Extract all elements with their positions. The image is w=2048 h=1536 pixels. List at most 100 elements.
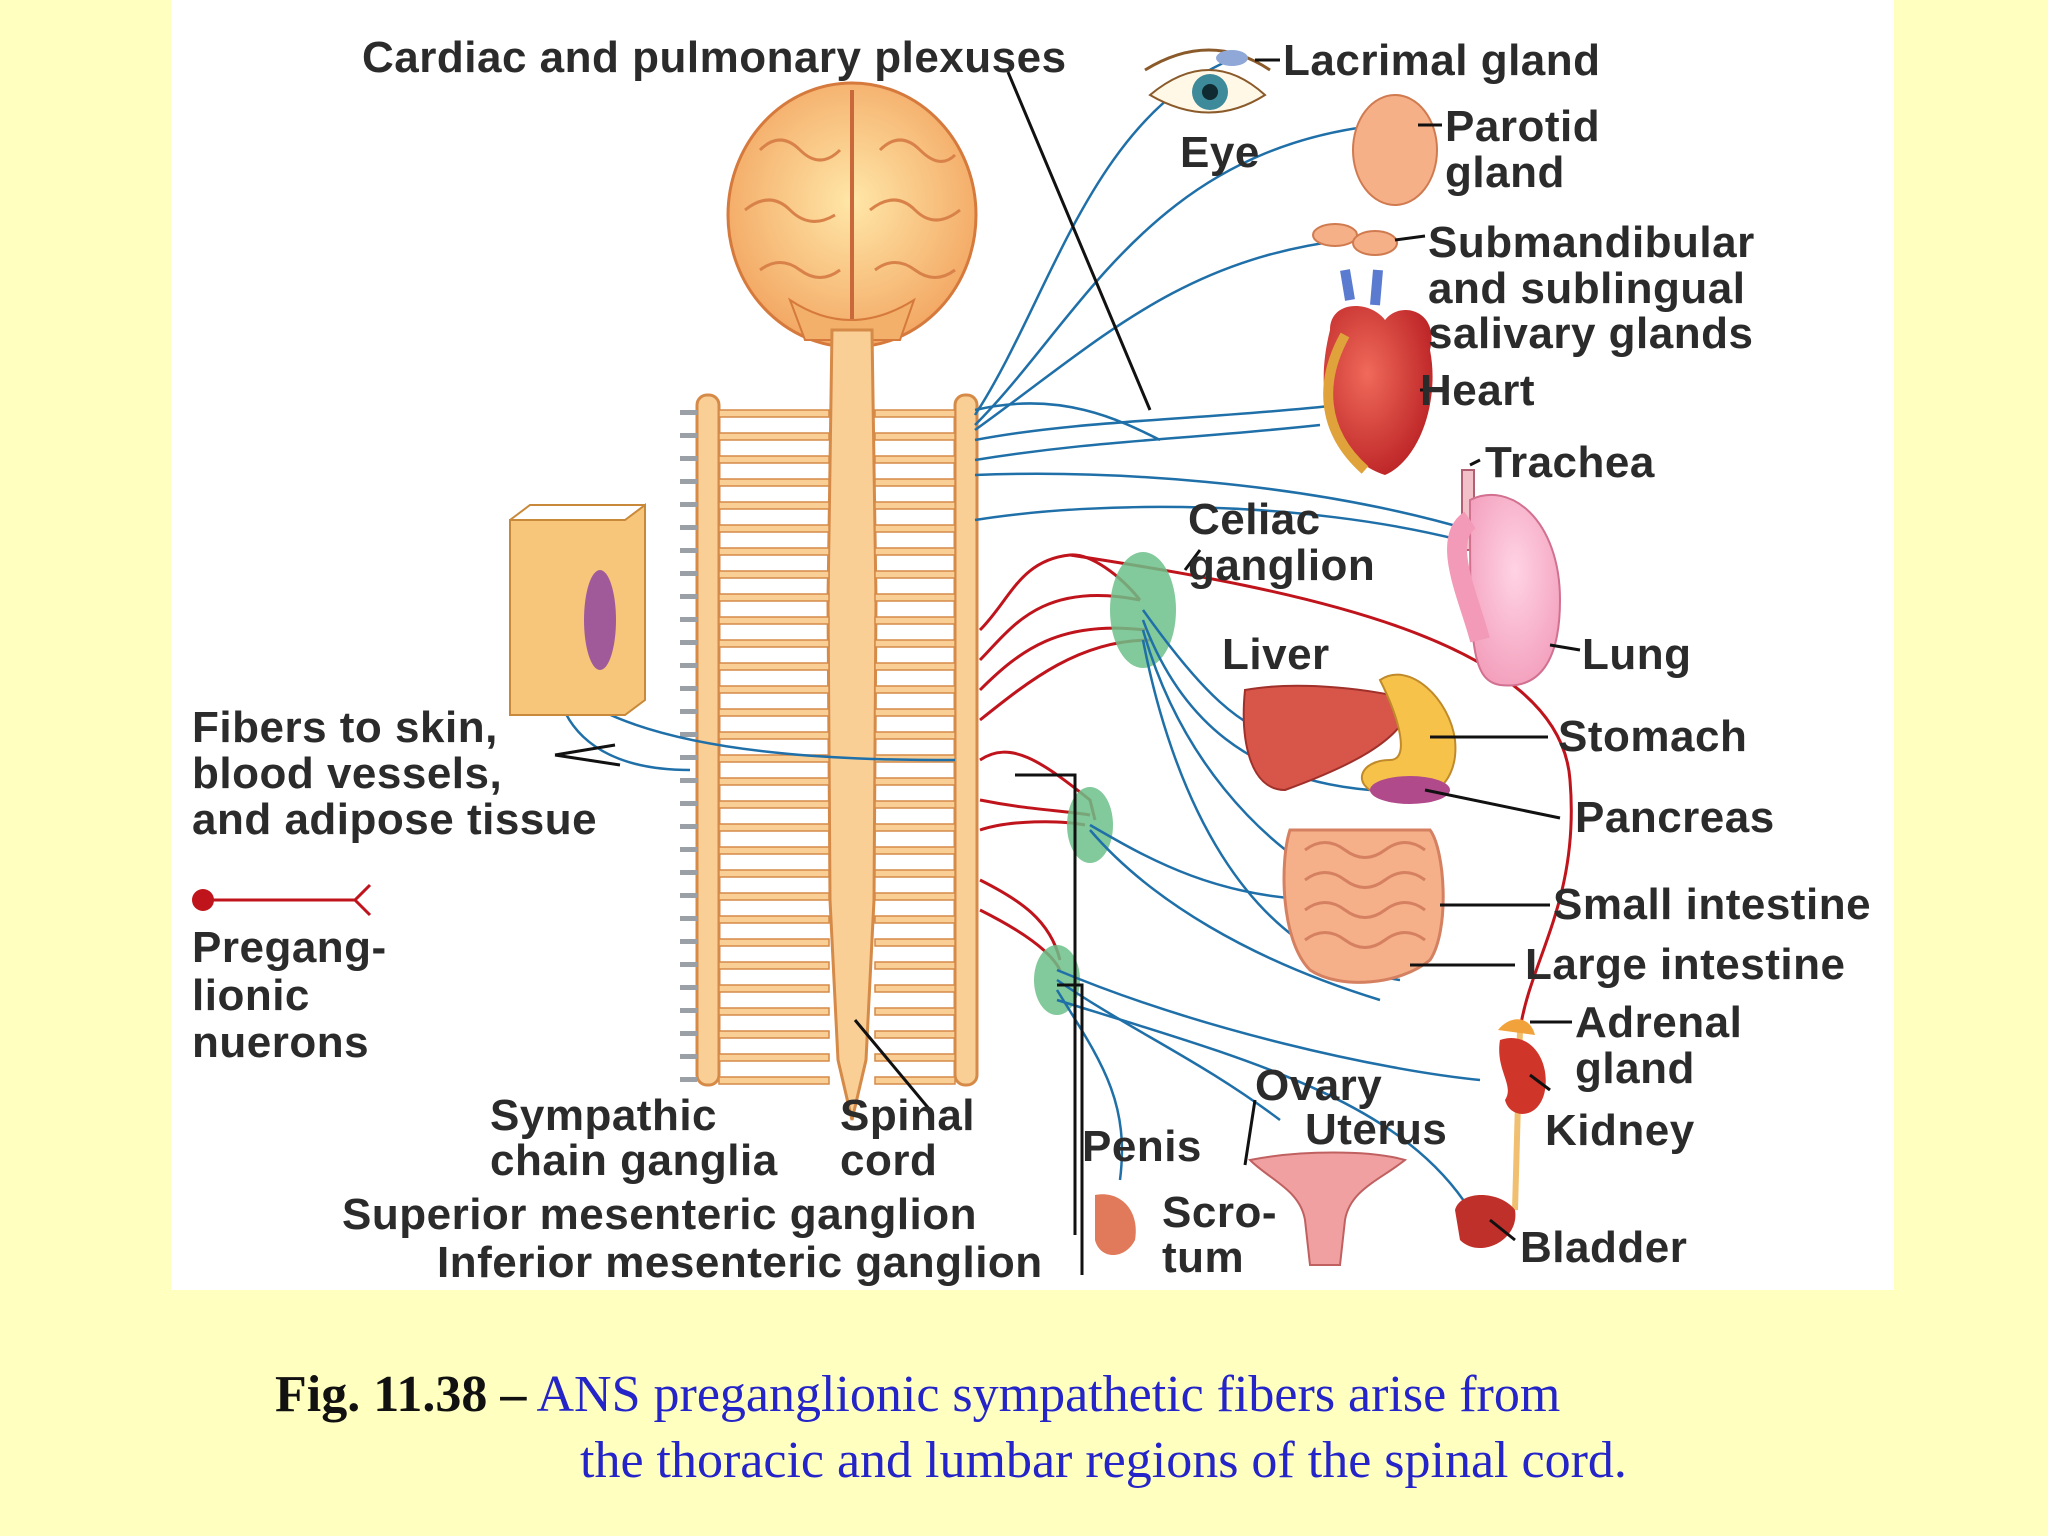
spinal-cord: [826, 328, 878, 1121]
spinal-nerve-rung: [718, 708, 830, 717]
label-ovary: Ovary: [1255, 1061, 1383, 1110]
parotid-gland-organ: [1352, 94, 1438, 206]
pancreas-organ: [1370, 776, 1450, 804]
spinal-nerve-rung: [718, 1007, 830, 1016]
label-adrenal-2: gland: [1575, 1044, 1695, 1093]
bladder-organ: [1455, 1195, 1516, 1249]
label-parotid-1: Parotid: [1445, 102, 1601, 151]
scrotum-organ: [1095, 1194, 1136, 1255]
kidney-organ: [1499, 1038, 1546, 1114]
caption-line-2: the thoracic and lumbar regions of the s…: [580, 1432, 1627, 1489]
spinal-nerve-rung: [718, 984, 830, 993]
spinal-nerve-stub: [680, 479, 697, 484]
label-submandibular-3: salivary glands: [1428, 309, 1754, 358]
spinal-nerve-rung: [718, 616, 830, 625]
spinal-nerve-rungs: [680, 409, 956, 1085]
spinal-nerve-rung: [718, 1076, 830, 1085]
caption-text-1: ANS preganglionic sympathetic fibers ari…: [526, 1366, 1561, 1423]
spinal-nerve-stub: [680, 916, 697, 921]
label-uterus: Uterus: [1305, 1105, 1448, 1154]
spinal-nerve-rung: [874, 501, 956, 510]
spinal-nerve-rung: [718, 800, 830, 809]
spinal-nerve-rung: [874, 915, 956, 924]
caption-line-1: Fig. 11.38 – ANS preganglionic sympathet…: [275, 1362, 1560, 1428]
spinal-nerve-rung: [874, 708, 956, 717]
spinal-nerve-rung: [718, 915, 830, 924]
spinal-nerve-stub: [680, 456, 697, 461]
label-fibers-2: blood vessels,: [192, 749, 503, 798]
skin-block: [509, 503, 646, 716]
label-celiac-2: ganglion: [1188, 541, 1376, 590]
label-lung: Lung: [1582, 630, 1692, 679]
spinal-nerve-rung: [718, 547, 830, 556]
diagram-panel: [171, 0, 1894, 1290]
label-scrotum-1: Scro-: [1162, 1188, 1277, 1237]
spinal-nerve-rung: [874, 869, 956, 878]
liver-organ: [1242, 684, 1412, 792]
spinal-nerve-stub: [680, 847, 697, 852]
label-large-intestine: Large intestine: [1525, 940, 1846, 989]
spinal-nerve-rung: [718, 455, 830, 464]
spinal-nerve-rung: [874, 1007, 956, 1016]
spinal-nerve-stub: [680, 640, 697, 645]
spinal-nerve-stub: [680, 893, 697, 898]
label-liver: Liver: [1222, 630, 1330, 679]
spinal-nerve-stub: [680, 801, 697, 806]
spinal-nerve-rung: [874, 1053, 956, 1062]
spinal-nerve-rung: [718, 777, 830, 786]
label-cardiac-pulmonary-plexuses: Cardiac and pulmonary plexuses: [362, 33, 1067, 82]
label-fibers-3: and adipose tissue: [192, 795, 598, 844]
spinal-nerve-stub: [680, 1031, 697, 1036]
label-preganglionic-3: nuerons: [192, 1018, 370, 1067]
spinal-nerve-rung: [718, 524, 830, 533]
spinal-nerve-rung: [718, 409, 830, 418]
spinal-nerve-rung: [874, 892, 956, 901]
spinal-nerve-rung: [874, 961, 956, 970]
label-parotid-2: gland: [1445, 148, 1565, 197]
label-heart: Heart: [1420, 366, 1535, 415]
submandibular-gland-organ: [1312, 223, 1398, 256]
heart-organ: [1323, 269, 1433, 475]
label-eye: Eye: [1180, 128, 1260, 177]
label-pancreas: Pancreas: [1575, 793, 1775, 842]
spinal-nerve-stub: [680, 709, 697, 714]
label-preganglionic-2: lionic: [192, 971, 310, 1020]
spinal-nerve-rung: [874, 731, 956, 740]
eye-organ: [1144, 48, 1271, 114]
spinal-nerve-stub: [680, 985, 697, 990]
intestine-organ: [1282, 828, 1445, 984]
label-preganglionic-1: Pregang-: [192, 923, 387, 972]
spinal-nerve-rung: [718, 731, 830, 740]
label-fibers-1: Fibers to skin,: [192, 703, 498, 752]
spinal-nerve-rung: [718, 662, 830, 671]
spinal-nerve-rung: [718, 593, 830, 602]
spinal-nerve-stub: [680, 548, 697, 553]
spinal-nerve-rung: [874, 1030, 956, 1039]
spinal-nerve-rung: [874, 570, 956, 579]
spinal-nerve-rung: [874, 455, 956, 464]
label-lacrimal-gland: Lacrimal gland: [1283, 36, 1601, 85]
uterus-organ: [1247, 1151, 1408, 1266]
spinal-nerve-stub: [680, 502, 697, 507]
spinal-nerve-stub: [680, 433, 697, 438]
lung-organ: [1447, 494, 1562, 687]
spinal-nerve-rung: [718, 961, 830, 970]
spinal-nerve-stub: [680, 962, 697, 967]
spinal-nerve-rung: [718, 869, 830, 878]
spinal-nerve-rung: [874, 547, 956, 556]
spinal-nerve-stub: [680, 939, 697, 944]
spinal-nerve-stub: [680, 1054, 697, 1059]
label-spinal-2: cord: [840, 1136, 938, 1185]
spinal-nerve-stub: [680, 571, 697, 576]
spinal-nerve-rung: [874, 800, 956, 809]
spinal-nerve-rung: [874, 984, 956, 993]
label-spinal-1: Spinal: [840, 1091, 976, 1140]
label-penis: Penis: [1082, 1122, 1202, 1171]
spinal-nerve-rung: [718, 639, 830, 648]
spinal-nerve-rung: [874, 593, 956, 602]
label-bladder: Bladder: [1520, 1223, 1688, 1272]
spinal-nerve-rung: [874, 616, 956, 625]
spinal-nerve-stub: [680, 1077, 697, 1082]
spinal-nerve-stub: [680, 755, 697, 760]
spinal-nerve-stub: [680, 686, 697, 691]
